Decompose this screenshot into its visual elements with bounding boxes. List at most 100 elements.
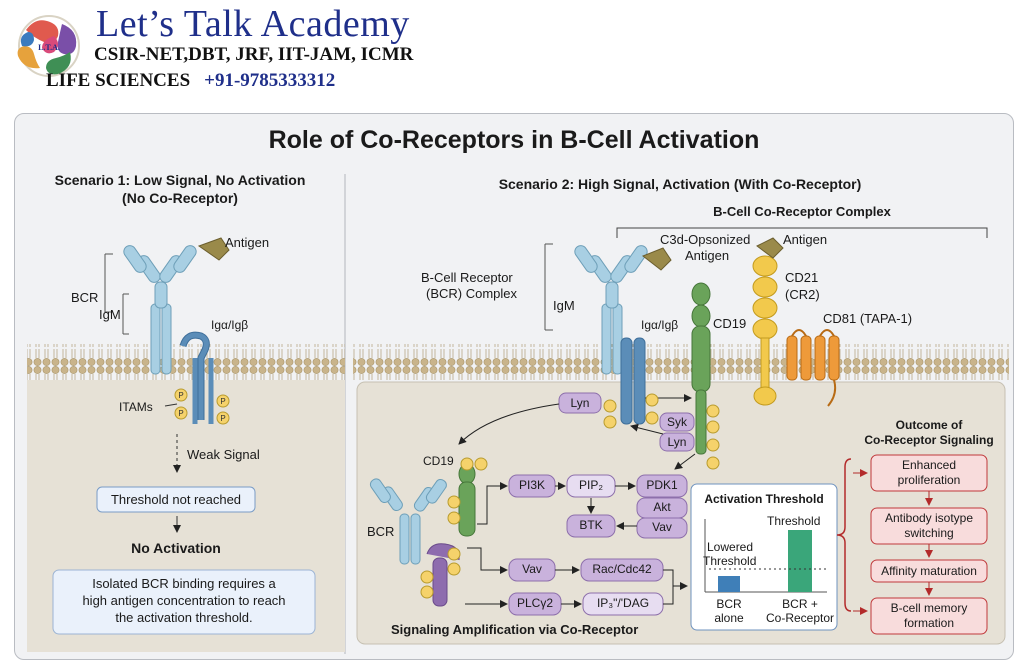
s2-vav-shape: [636, 517, 688, 539]
bar-bcr-coreceptor: [788, 530, 812, 592]
outcome-2-line-2: switching: [904, 526, 954, 540]
s2-btk: BTK: [579, 518, 603, 532]
s2-lyn-curve-arrow: [458, 403, 560, 445]
outcome-4-line-2: formation: [903, 616, 955, 630]
s2-btk-shape: [566, 514, 616, 538]
s2-cd19-to-pi3k-arrow: [477, 482, 508, 525]
s1-heading-1: Scenario 1: Low Signal, No Activation: [54, 172, 306, 188]
s2-cd21: [752, 255, 778, 406]
s1-igm-label: IgM: [99, 307, 121, 322]
diagram-canvas: P P P P: [27, 174, 1009, 654]
outcome-4-line-1: B-cell memory: [890, 601, 968, 615]
s2-pdk1-shape: [636, 474, 688, 498]
s1-membrane: [27, 344, 345, 380]
s2-c3d-label-1: C3d-Opsonized: [660, 232, 751, 247]
s2-c3d-antigen-shape: [756, 237, 784, 259]
s1-note-line-2: high antigen concentration to reach: [82, 593, 286, 608]
s1-note-line-1: Isolated BCR binding requires a: [92, 576, 276, 591]
threshold-chart-frame: [690, 483, 838, 631]
s2-bcr-complex-1: B-Cell Receptor: [421, 270, 513, 285]
s2-c3d-label-2: Antigen: [685, 248, 730, 263]
s1-bcr-label: BCR: [71, 290, 99, 305]
s2-syk-to-itam-arrow: [630, 423, 664, 435]
s2-bcr-bracket: [544, 243, 553, 331]
brand-header: L.T.A. Let’s Talk Academy CSIR-NET,DBT, …: [0, 0, 1024, 100]
s1-weak-signal: Weak Signal: [187, 447, 260, 462]
s2-lyn-mid: Lyn: [667, 435, 687, 449]
s2-plcg2: PLCγ2: [516, 596, 554, 610]
bar2-label-1: BCR +: [782, 597, 818, 611]
outcome-1-line-1: Enhanced: [901, 458, 957, 472]
svg-text:P: P: [220, 414, 225, 423]
s2-bcr-lower: BCR: [367, 524, 395, 539]
svg-text:P: P: [178, 391, 183, 400]
brand-contact: LIFE SCIENCES +91-9785333312: [46, 70, 335, 92]
s2-membrane: [353, 344, 1009, 380]
s2-akt: Akt: [653, 500, 671, 514]
brand-subject: LIFE SCIENCES: [46, 70, 191, 91]
s2-cd19-label: CD19: [713, 316, 747, 331]
s2-vav: Vav: [652, 520, 672, 534]
s2-lyn-top: Lyn: [570, 396, 590, 410]
s2-igab: [620, 337, 646, 425]
s1-antigen-label: Antigen: [225, 235, 270, 250]
diagram-panel: P P P P: [14, 113, 1014, 660]
svg-text:P: P: [220, 397, 225, 406]
svg-text:L.T.A.: L.T.A.: [38, 43, 60, 52]
s2-to-threshold-arrow: [663, 569, 687, 605]
bar-bcr-alone: [718, 576, 740, 592]
s1-heading-2: (No Co-Receptor): [122, 190, 238, 206]
s1-bcr-bracket: [104, 253, 113, 313]
s2-lyn-mid-shape: [659, 432, 695, 452]
outcome-2-line-1: Antibody isotype: [884, 511, 974, 525]
s2-heading: Scenario 2: High Signal, Activation (Wit…: [498, 176, 862, 192]
s1-igab-label: Igα/Igβ: [211, 318, 249, 332]
s2-igm-label: IgM: [553, 298, 575, 313]
outcome-title-1: Outcome of: [895, 418, 963, 432]
s2-cd21-label-2: (CR2): [785, 287, 820, 302]
s1-bcr-antibody: [123, 245, 197, 375]
s2-complex-label: B-Cell Co-Receptor Complex: [713, 204, 891, 219]
outcome-1-line-2: proliferation: [897, 473, 961, 487]
s1-itams-label: ITAMs: [119, 400, 153, 414]
outcome-3-line-1: Affinity maturation: [881, 564, 977, 578]
s2-vav2: Vav: [522, 562, 542, 576]
s2-amplification: Signaling Amplification via Co-Receptor: [391, 622, 639, 637]
s2-bcr-complex-2: (BCR) Complex: [426, 286, 518, 301]
s2-cd81-label: CD81 (TAPA-1): [823, 311, 913, 326]
bar1-label-2: alone: [714, 611, 744, 625]
s2-to-vav2-arrow: [467, 547, 508, 574]
outcome-box-4: [870, 597, 988, 635]
brand-name: Let’s Talk Academy: [96, 3, 410, 45]
s1-igm-bracket: [122, 293, 129, 335]
s2-rac: Rac/Cdc42: [592, 562, 652, 576]
s2-cd19-lower: CD19: [423, 454, 454, 468]
s2-bcr-antibody: [574, 245, 648, 375]
s2-p-markers: [420, 393, 720, 599]
bar2-label-2: Co-Receptor: [765, 611, 835, 625]
s1-itam-p-marks: P P P P: [174, 388, 230, 425]
academy-logo: L.T.A.: [17, 15, 80, 77]
s1-no-activation: No Activation: [131, 540, 221, 556]
s2-syk-shape: [659, 412, 695, 432]
s2-cd21-label-1: CD21: [785, 270, 819, 285]
s2-pip2: PIP₂: [579, 478, 603, 492]
s1-igab: [179, 331, 214, 424]
s2-cd19-to-pdk-arrow: [674, 453, 696, 470]
threshold-title: Activation Threshold: [704, 492, 824, 506]
s1-note-box-shape: [52, 569, 316, 635]
s2-cd19: [691, 282, 711, 455]
lowered-label-1: Lowered: [707, 540, 754, 554]
lowered-label-2: Threshold: [703, 554, 757, 568]
bar1-label-1: BCR: [716, 597, 742, 611]
diagram-title: Role of Co-Receptors in B-Cell Activatio…: [268, 126, 760, 154]
svg-text:P: P: [178, 409, 183, 418]
s2-bcr-antigen-shape: [642, 247, 672, 271]
s1-itam-pointer: [164, 403, 178, 407]
outcome-title-2: Co-Receptor Signaling: [864, 433, 994, 447]
s2-lower-cd19: [458, 463, 476, 537]
brand-phone: +91-9785333312: [204, 70, 336, 91]
brand-exams: CSIR-NET,DBT, JRF, IIT-JAM, ICMR: [94, 44, 414, 65]
s2-ip3: IP₃"/'DAG: [596, 596, 650, 610]
s2-lyn-top-shape: [558, 392, 602, 414]
